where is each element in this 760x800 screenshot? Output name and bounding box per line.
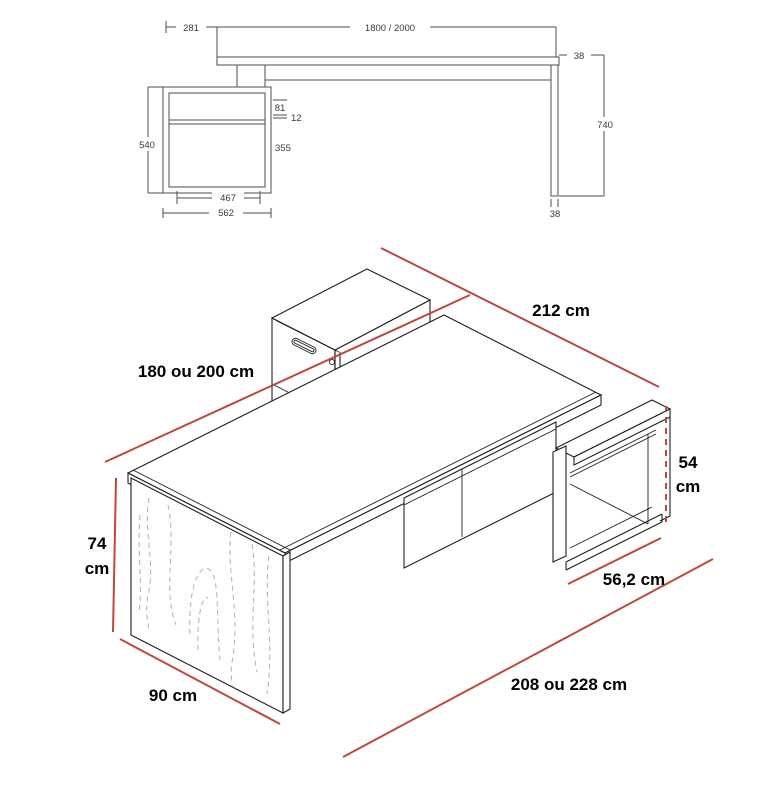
label-mask — [209, 206, 243, 219]
label-mask — [350, 20, 430, 34]
pedestal — [552, 399, 672, 571]
drawer-handle — [291, 337, 317, 355]
label-54-value: 54 — [679, 453, 698, 472]
label-54-unit: cm — [676, 477, 701, 496]
elevation-desktop — [216, 56, 560, 66]
dim-line-208-228 — [342, 558, 714, 758]
dim-line-212 — [380, 247, 660, 388]
elevation-cabinet-outer — [162, 86, 272, 194]
dim-line-90 — [119, 638, 281, 725]
elevation-leg — [550, 64, 559, 197]
dim-355-label: 355 — [275, 143, 291, 154]
label-180-200cm: 180 ou 200 cm — [138, 362, 254, 381]
drawer-lock — [328, 358, 336, 366]
dim-281-label: 281 — [183, 23, 199, 34]
label-mask — [212, 191, 244, 204]
dim-12-lines — [273, 114, 287, 119]
pedestal-shelf-rail — [569, 429, 657, 478]
dim-line-180-200 — [104, 294, 471, 463]
label-74-unit: cm — [85, 559, 110, 578]
dim-38-bottom-label: 38 — [550, 209, 561, 220]
desk-top-edge-banding — [132, 391, 597, 551]
dimension-labels: 212 cm 180 ou 200 cm 74 cm 90 cm 208 ou … — [85, 301, 701, 705]
label-mask — [135, 137, 161, 151]
dim-740-label: 740 — [597, 120, 613, 131]
elevation-cabinet-divider — [169, 119, 265, 125]
label-90cm: 90 cm — [149, 686, 197, 705]
label-208-228cm: 208 ou 228 cm — [511, 675, 627, 694]
label-56-2cm: 56,2 cm — [603, 570, 665, 589]
dim-38-top-label: 38 — [574, 51, 585, 62]
elevation-view: 281 1800 / 2000 38 740 38 540 81 12 355 … — [135, 20, 618, 220]
dimension-lines — [104, 247, 714, 758]
pedestal-interior-corner — [569, 483, 649, 525]
dim-12-label: 12 — [291, 113, 302, 124]
modesty-panel-top-line — [403, 428, 557, 506]
label-74-value: 74 — [88, 534, 107, 553]
dim-1800-2000-label: 1800 / 2000 — [365, 23, 415, 34]
label-mask — [567, 49, 591, 61]
side-panel — [130, 477, 291, 714]
drawer-handle-inner — [293, 339, 315, 353]
dim-38-bottom-ticks — [550, 199, 559, 207]
dim-562-label: 562 — [218, 208, 234, 219]
wood-grain-pattern — [138, 497, 271, 703]
elevation-bracket — [236, 65, 266, 87]
drawer-handle-outer — [291, 337, 317, 355]
return-unit-top-edge-inset — [276, 320, 340, 353]
side-panel-thickness — [282, 551, 291, 714]
pedestal-left-panel — [552, 445, 567, 563]
dim-81-label: 81 — [275, 103, 286, 114]
perspective-view: 212 cm 180 ou 200 cm 74 cm 90 cm 208 ou … — [85, 247, 714, 758]
dim-line-56-2 — [567, 537, 662, 585]
pedestal-base — [565, 513, 663, 571]
label-mask — [592, 117, 618, 131]
dim-540-label: 540 — [139, 140, 155, 151]
label-212cm: 212 cm — [532, 301, 590, 320]
dim-line-74 — [112, 477, 117, 633]
pedestal-interior-lines — [569, 434, 653, 549]
elevation-cabinet-inner — [168, 92, 266, 188]
label-mask — [176, 20, 206, 34]
pedestal-right-edge — [659, 417, 671, 522]
dim-467-label: 467 — [220, 193, 236, 204]
